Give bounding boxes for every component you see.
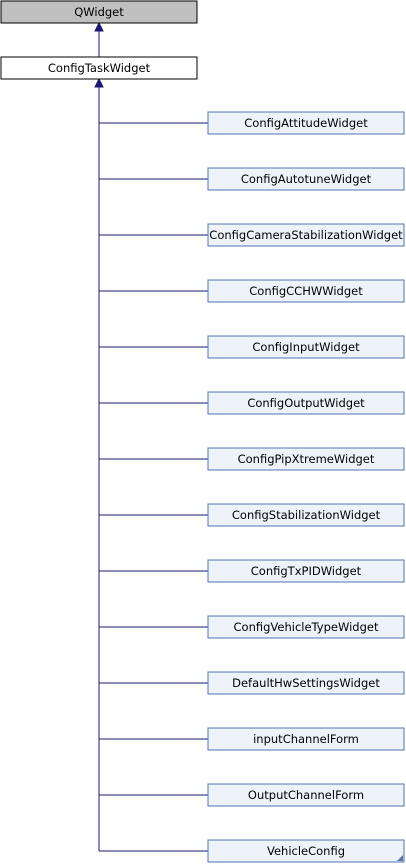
input-channel-form-box xyxy=(207,727,405,751)
config-pip-xtreme-widget-label: ConfigPipXtremeWidget xyxy=(238,452,375,466)
config-output-widget-label: ConfigOutputWidget xyxy=(247,396,365,410)
config-attitude-widget-node[interactable]: ConfigAttitudeWidget xyxy=(207,111,405,135)
config-input-widget-box xyxy=(207,335,405,359)
config-input-widget-node[interactable]: ConfigInputWidget xyxy=(207,335,405,359)
default-hw-settings-widget-node[interactable]: DefaultHwSettingsWidget xyxy=(207,671,405,695)
output-channel-form-box xyxy=(207,783,405,807)
qwidget-box xyxy=(0,0,198,24)
config-input-widget-label: ConfigInputWidget xyxy=(252,340,360,354)
output-channel-form-node[interactable]: OutputChannelForm xyxy=(207,783,405,807)
vehicle-config-box xyxy=(207,839,405,863)
config-vehicle-type-widget-box xyxy=(207,615,405,639)
default-hw-settings-widget-label: DefaultHwSettingsWidget xyxy=(232,676,380,690)
qwidget-node[interactable]: QWidget xyxy=(0,0,198,24)
config-task-widget-box xyxy=(0,56,198,80)
config-tx-pid-widget-box xyxy=(207,559,405,583)
config-autotune-widget-box xyxy=(207,167,405,191)
config-stabilization-widget-box xyxy=(207,503,405,527)
config-pip-xtreme-widget-box xyxy=(207,447,405,471)
config-attitude-widget-label: ConfigAttitudeWidget xyxy=(244,116,368,130)
more-indicator-icon xyxy=(397,855,403,861)
vehicle-config-label: VehicleConfig xyxy=(267,844,345,858)
default-hw-settings-widget-box xyxy=(207,671,405,695)
config-stabilization-widget-label: ConfigStabilizationWidget xyxy=(232,508,381,522)
config-vehicle-type-widget-label: ConfigVehicleTypeWidget xyxy=(234,620,379,634)
config-camera-stabilization-widget-node[interactable]: ConfigCameraStabilizationWidget xyxy=(207,223,405,247)
config-camera-stabilization-widget-label: ConfigCameraStabilizationWidget xyxy=(209,228,403,242)
config-tx-pid-widget-node[interactable]: ConfigTxPIDWidget xyxy=(207,559,405,583)
config-output-widget-node[interactable]: ConfigOutputWidget xyxy=(207,391,405,415)
vehicle-config-node[interactable]: VehicleConfig xyxy=(207,839,405,863)
output-channel-form-label: OutputChannelForm xyxy=(248,788,364,802)
input-channel-form-label: inputChannelForm xyxy=(253,732,359,746)
config-cchw-widget-box xyxy=(207,279,405,303)
config-vehicle-type-widget-node[interactable]: ConfigVehicleTypeWidget xyxy=(207,615,405,639)
arrow-to-qwidget xyxy=(94,21,104,32)
config-pip-xtreme-widget-node[interactable]: ConfigPipXtremeWidget xyxy=(207,447,405,471)
config-cchw-widget-label: ConfigCCHWWidget xyxy=(249,284,363,298)
config-cchw-widget-node[interactable]: ConfigCCHWWidget xyxy=(207,279,405,303)
config-tx-pid-widget-label: ConfigTxPIDWidget xyxy=(251,564,362,578)
config-autotune-widget-node[interactable]: ConfigAutotuneWidget xyxy=(207,167,405,191)
config-autotune-widget-label: ConfigAutotuneWidget xyxy=(241,172,372,186)
derived-class-nodes: ConfigAttitudeWidgetConfigAutotuneWidget… xyxy=(207,111,405,863)
config-camera-stabilization-widget-box xyxy=(207,223,405,247)
input-channel-form-node[interactable]: inputChannelForm xyxy=(207,727,405,751)
config-task-widget-node[interactable]: ConfigTaskWidget xyxy=(0,56,198,80)
config-output-widget-box xyxy=(207,391,405,415)
arrow-to-config-task-widget xyxy=(94,77,104,88)
config-task-widget-label: ConfigTaskWidget xyxy=(48,61,151,75)
config-attitude-widget-box xyxy=(207,111,405,135)
qwidget-label: QWidget xyxy=(74,5,124,19)
config-stabilization-widget-node[interactable]: ConfigStabilizationWidget xyxy=(207,503,405,527)
inheritance-edges xyxy=(94,21,208,852)
